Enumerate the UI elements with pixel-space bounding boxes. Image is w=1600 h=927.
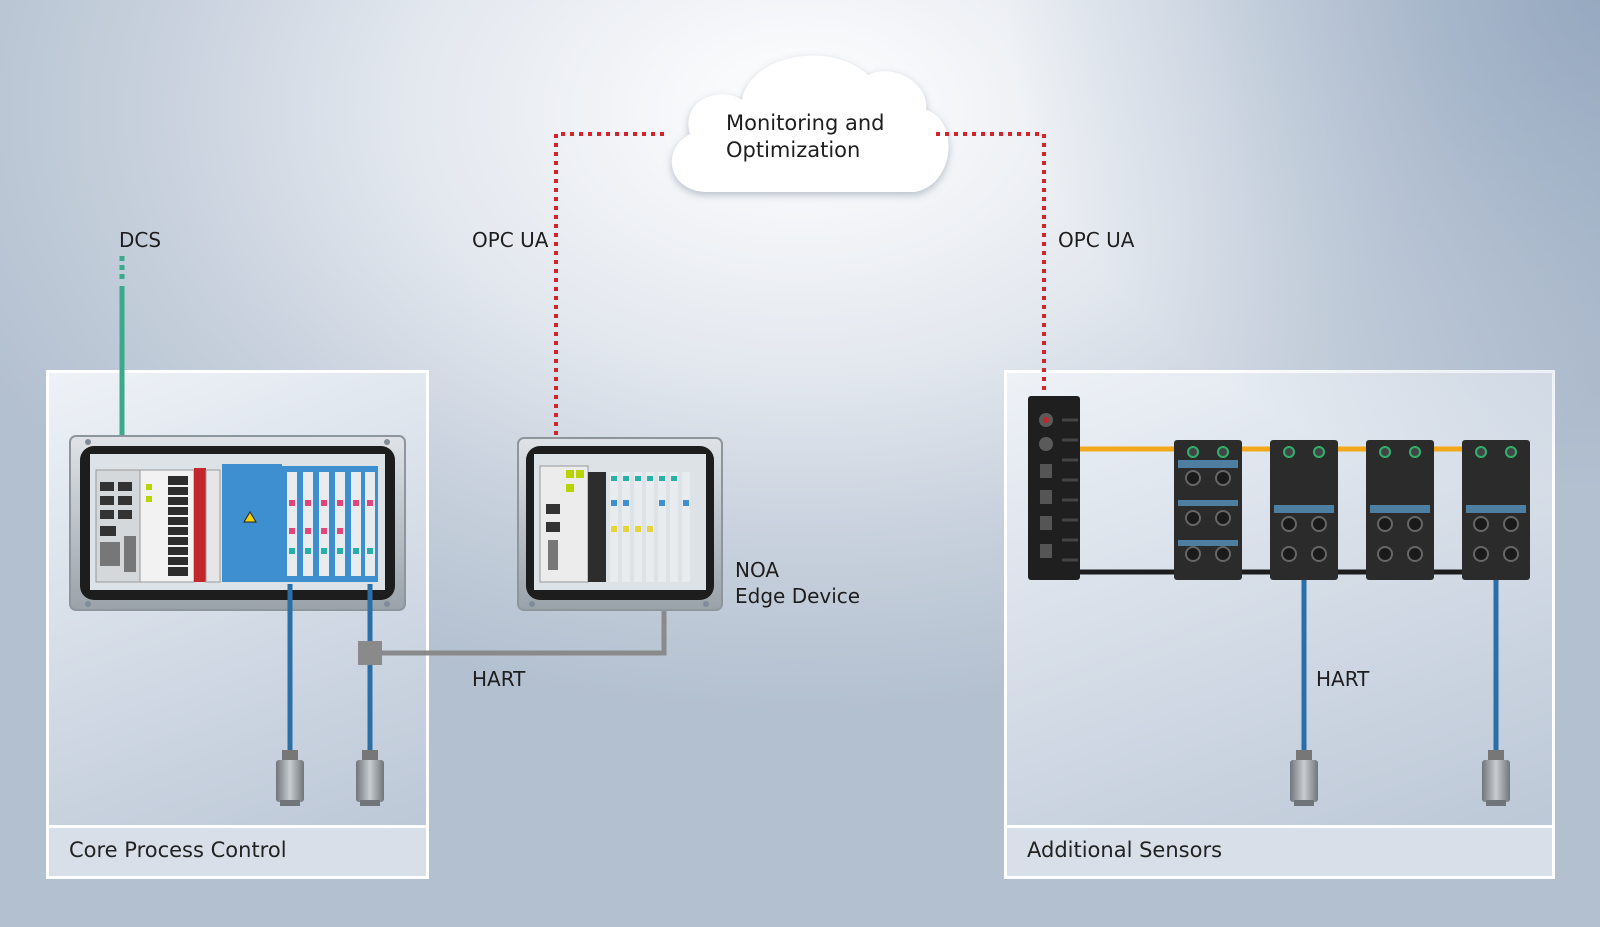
opc-ua-link-left xyxy=(554,132,664,440)
hart-label-left: HART xyxy=(472,667,526,691)
io-box-1 xyxy=(1174,440,1242,580)
hart-junction xyxy=(358,641,382,665)
sensor-4 xyxy=(1482,750,1510,806)
sensor-3 xyxy=(1290,750,1318,806)
hart-label-right: HART xyxy=(1316,667,1370,691)
core-process-control-label: Core Process Control xyxy=(69,838,287,862)
noa-label-line2: Edge Device xyxy=(735,584,861,608)
opc-ua-label-right: OPC UA xyxy=(1058,228,1135,252)
noa-edge-cabinet xyxy=(517,437,723,611)
noa-edge-device-label: NOA Edge Device xyxy=(735,557,860,609)
panel-footer: Additional Sensors xyxy=(1007,825,1552,876)
core-sensor-cables xyxy=(287,584,373,758)
additional-sensor-cables xyxy=(1301,580,1499,758)
sensor-2 xyxy=(356,750,384,806)
noa-label-line1: NOA xyxy=(735,558,780,582)
io-box-3 xyxy=(1366,440,1434,580)
cloud-shape xyxy=(671,55,949,193)
cloud-label-line2: Optimization xyxy=(726,138,861,162)
sensor-1 xyxy=(276,750,304,806)
panel-footer: Core Process Control xyxy=(49,825,426,876)
field-coupler xyxy=(1028,396,1080,580)
opc-ua-link-right xyxy=(936,132,1046,395)
io-box-2 xyxy=(1270,440,1338,580)
cloud-label: Monitoring and Optimization xyxy=(726,110,884,164)
io-box-4 xyxy=(1462,440,1530,580)
cloud-label-line1: Monitoring and xyxy=(726,111,885,135)
dcs-label: DCS xyxy=(119,228,162,252)
core-cabinet xyxy=(69,435,406,611)
opc-ua-label-left: OPC UA xyxy=(472,228,549,252)
additional-sensors-label: Additional Sensors xyxy=(1027,838,1223,862)
